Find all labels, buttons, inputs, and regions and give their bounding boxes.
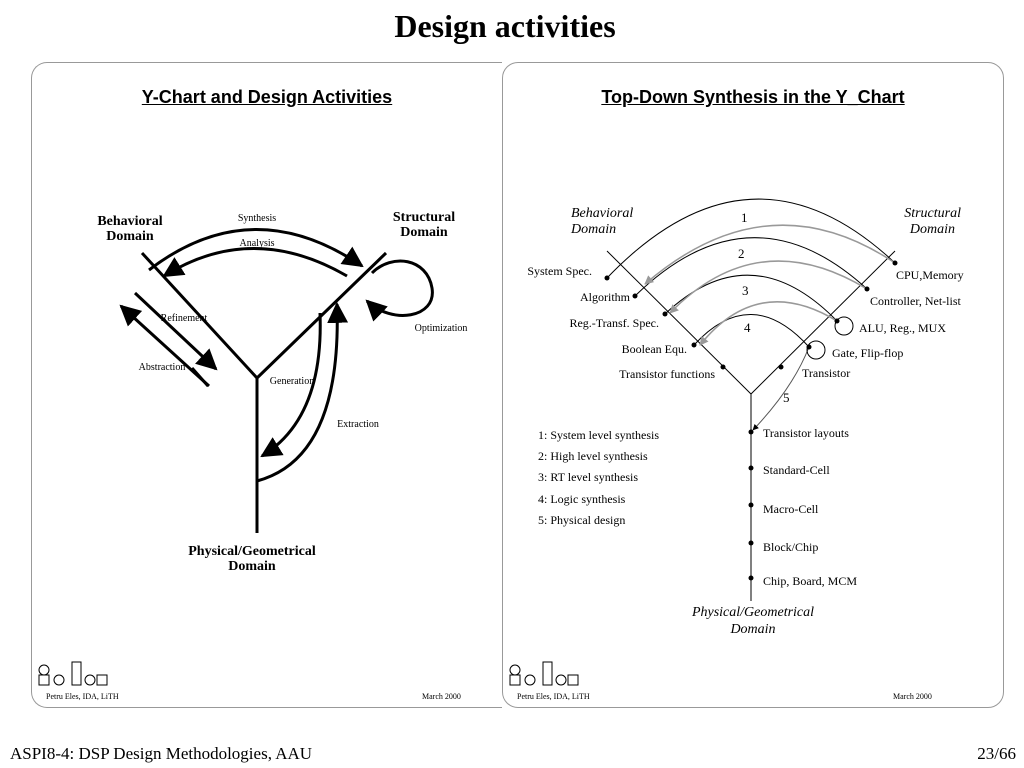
left-footer-author: Petru Eles, IDA, LiTH [46, 692, 119, 701]
abstraction-label: Abstraction [139, 362, 186, 373]
behavioral-axis [140, 251, 259, 380]
behavioral-level-label: System Spec. [527, 264, 592, 278]
arc-number: 1 [741, 210, 748, 225]
legend-item: 1: System level synthesis [538, 428, 659, 442]
left-slide-panel: Y-Chart and Design Activities Behavioral… [31, 62, 502, 708]
behavioral-level-label: Algorithm [580, 290, 631, 304]
refinement-label: Refinement [161, 313, 208, 324]
physical-label-r2: Domain [729, 622, 775, 637]
analysis-label: Analysis [240, 238, 275, 249]
legend-item: 3: RT level synthesis [538, 470, 638, 484]
slide-title: Design activities [394, 8, 616, 44]
structural-level-label: Transistor [802, 366, 850, 380]
lith-logo [509, 661, 579, 686]
synthesis-arrow [148, 228, 364, 272]
right-footer-author: Petru Eles, IDA, LiTH [517, 692, 590, 701]
right-slide-panel: Top-Down Synthesis in the Y_Chart [502, 62, 1004, 708]
structural-label-r2: Domain [909, 222, 955, 237]
top-down-synthesis-diagram: Behavioral Domain Structural Domain Phys… [509, 198, 964, 686]
legend-item: 2: High level synthesis [538, 449, 648, 463]
physical-level-label: Transistor layouts [763, 426, 849, 440]
level-arc-3 [664, 274, 838, 322]
structural-axis-r [750, 250, 896, 395]
behavioral-label-2: Domain [106, 229, 154, 244]
structural-level-label: Controller, Net-list [870, 294, 962, 308]
arc-number: 2 [738, 246, 745, 261]
structural-level-label: ALU, Reg., MUX [859, 321, 946, 335]
lith-logo [38, 661, 108, 686]
behavioral-label-r1: Behavioral [571, 206, 633, 221]
arc-number: 3 [742, 283, 749, 298]
structural-label-2: Domain [400, 225, 448, 240]
legend-item: 4: Logic synthesis [538, 492, 626, 506]
course-footer: ASPI8-4: DSP Design Methodologies, AAU [10, 744, 313, 763]
optimization-label: Optimization [415, 323, 468, 334]
physical-level-label: Standard-Cell [763, 463, 830, 477]
extraction-label: Extraction [337, 419, 379, 430]
physical-level-label: Macro-Cell [763, 502, 819, 516]
gate-loop [806, 340, 826, 360]
optimization-loop [365, 259, 434, 322]
alu-loop [834, 316, 854, 336]
physical-label-1: Physical/Geometrical [188, 544, 316, 559]
page-number: 23/66 [977, 744, 1016, 763]
right-footer-date: March 2000 [893, 692, 932, 701]
structural-level-label: CPU,Memory [896, 268, 964, 282]
generation-label: Generation [270, 376, 314, 387]
refinement-arrow [133, 291, 218, 371]
left-footer-date: March 2000 [422, 692, 461, 701]
generation-arrow [260, 312, 322, 458]
analysis-arrow [162, 247, 348, 278]
level-arc-4 [693, 314, 810, 348]
behavioral-level-label: Transistor functions [619, 367, 715, 381]
level-nodes [604, 260, 898, 581]
behavioral-axis-r [606, 250, 752, 395]
structural-label-1: Structural [393, 210, 455, 225]
synthesis-arrow-2 [669, 260, 868, 314]
structural-level-label: Gate, Flip-flop [832, 346, 903, 360]
level-arc-2 [634, 237, 868, 297]
behavioral-level-label: Boolean Equ. [622, 342, 687, 356]
right-panel-heading: Top-Down Synthesis in the Y_Chart [601, 87, 905, 107]
extraction-arrow [256, 301, 349, 483]
synthesis-arrow-3 [699, 301, 838, 346]
arc-number: 4 [744, 320, 751, 335]
left-panel-heading: Y-Chart and Design Activities [141, 87, 393, 107]
synthesis-arrow-5 [752, 346, 810, 431]
behavioral-label-1: Behavioral [97, 214, 162, 229]
y-chart-diagram: Behavioral Domain Structural Domain Phys… [38, 210, 468, 686]
structural-label-r1: Structural [904, 206, 961, 221]
synthesis-legend: 1: System level synthesis 2: High level … [538, 428, 659, 527]
synthesis-arrow-1 [644, 224, 896, 285]
arc-number: 5 [783, 390, 790, 405]
synthesis-label: Synthesis [238, 213, 276, 224]
behavioral-label-r2: Domain [570, 222, 616, 237]
physical-label-r1: Physical/Geometrical [691, 605, 814, 620]
level-arc-1 [606, 198, 896, 279]
physical-level-label: Block/Chip [763, 540, 818, 554]
physical-label-2: Domain [228, 559, 276, 574]
physical-level-label: Chip, Board, MCM [763, 574, 857, 588]
legend-item: 5: Physical design [538, 513, 625, 527]
behavioral-level-label: Reg.-Transf. Spec. [569, 316, 659, 330]
